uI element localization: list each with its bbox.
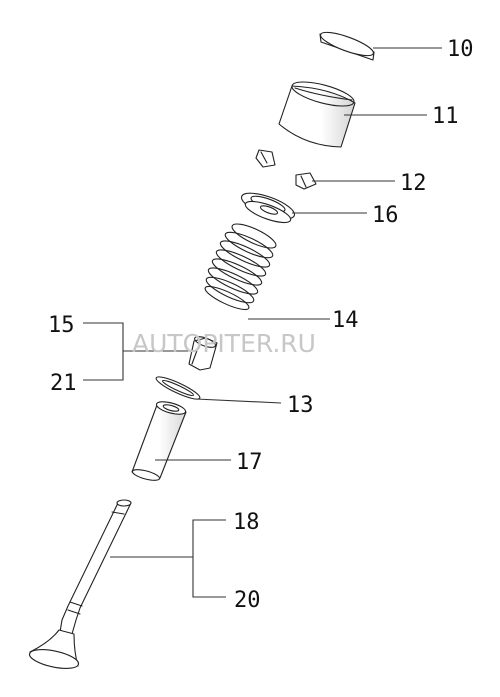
callout-21: 21 — [50, 371, 77, 396]
part-11-tappet — [278, 81, 356, 148]
callout-20: 20 — [234, 588, 261, 613]
leader-15-21 — [83, 322, 124, 381]
callout-11: 11 — [432, 104, 459, 129]
part-12-collets — [255, 149, 317, 190]
callout-labels: 10 11 12 16 14 15 21 13 17 18 20 — [48, 37, 474, 613]
callout-14: 14 — [332, 308, 359, 333]
part-13-stem-seal — [155, 376, 201, 400]
part-18-20-valve — [28, 499, 132, 669]
part-15-21-spring-seat — [188, 336, 218, 371]
watermark-text: AUTOPITER.RU — [132, 329, 316, 358]
part-14-valve-spring — [204, 223, 277, 311]
leader-13 — [195, 398, 282, 404]
leader-lines — [83, 47, 442, 598]
leader-18-20 — [192, 519, 226, 598]
callout-13: 13 — [287, 393, 314, 418]
callout-12: 12 — [400, 171, 427, 196]
part-16-spring-retainer — [240, 192, 296, 224]
callout-17: 17 — [236, 450, 263, 475]
callout-15: 15 — [48, 313, 75, 338]
part-10-shim — [319, 31, 375, 61]
callout-18: 18 — [233, 510, 260, 535]
callout-10: 10 — [447, 37, 474, 62]
part-17-valve-guide — [131, 401, 187, 481]
callout-16: 16 — [372, 203, 399, 228]
